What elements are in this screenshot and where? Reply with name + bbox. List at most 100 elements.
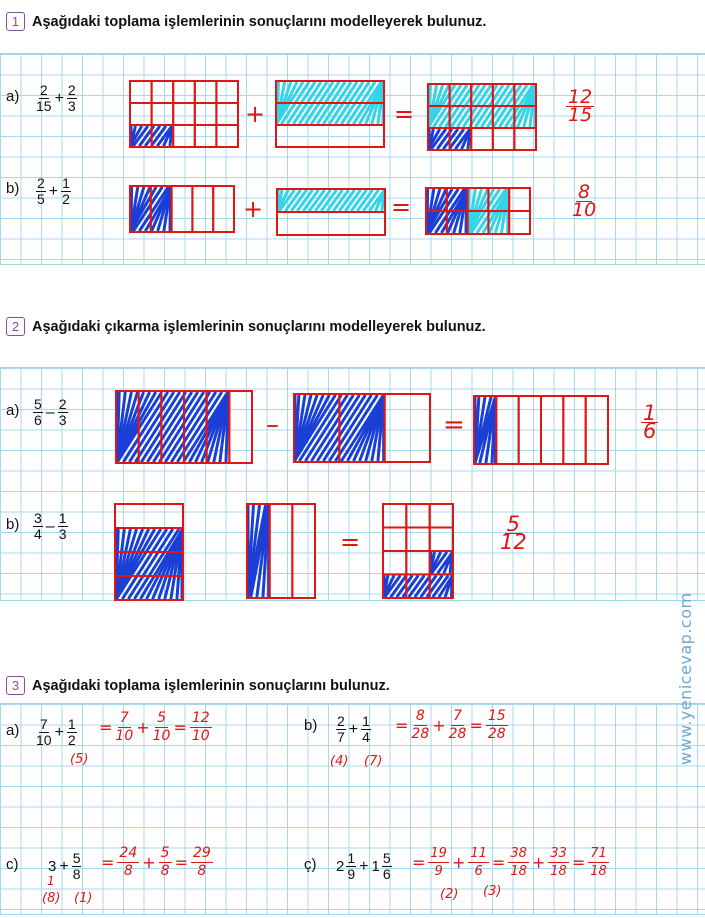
s2b-model-3-cell — [382, 503, 408, 529]
s3b-note-2: (7) — [364, 754, 383, 769]
s1b-model-1-cell — [170, 185, 194, 233]
s3a-note: (5) — [70, 752, 89, 767]
s3c-hw-num: 29 — [190, 845, 213, 863]
s1a-label: a) — [6, 88, 20, 105]
s1b-f1-den: 5 — [37, 191, 45, 207]
s3a-hw-num: 5 — [155, 710, 169, 728]
s1a-op: + — [54, 89, 64, 107]
s1a-model-2-cell — [275, 124, 385, 148]
s1b-label: b) — [6, 180, 20, 197]
s1a-model-1-cell — [129, 80, 153, 104]
s3b-hw-num: 15 — [485, 708, 508, 726]
s3d-label: ç) — [304, 856, 317, 873]
s3c-note-top: 1 — [47, 874, 55, 888]
section-1-title: Aşağıdaki toplama işlemlerinin sonuçları… — [32, 13, 487, 30]
s3d-note-2: (3) — [483, 884, 502, 899]
s2a-label: a) — [6, 402, 20, 419]
s1a-equals: = — [394, 100, 415, 128]
s3b-f2-num: 1 — [361, 713, 371, 730]
s1a-model-1-cell — [193, 124, 218, 148]
s2a-model-3-cell — [584, 395, 610, 465]
s3c-f2-den: 8 — [72, 866, 81, 882]
s1a-model-3-cell — [491, 127, 516, 151]
s3d-hw-num: 38 — [508, 846, 529, 863]
s2b-model-3-shade — [429, 551, 454, 574]
s1b-model-2-shade — [276, 189, 386, 212]
s1a-model-3-cell — [513, 127, 538, 151]
s3d-hw-num: 19 — [428, 846, 449, 863]
s3c-hw-num: 24 — [117, 845, 140, 863]
s3b-f1-den: 7 — [337, 729, 345, 745]
s1a-model-1-cell — [215, 80, 239, 104]
s1a-model-1-cell — [172, 124, 196, 148]
s1b-op: + — [48, 182, 59, 200]
s3a-hw-op: + — [136, 718, 150, 737]
s3b-label: b) — [304, 717, 318, 734]
s1a-f1-num: 2 — [38, 82, 49, 99]
s2b-label: b) — [6, 516, 20, 533]
s1a-f1-den: 15 — [36, 98, 52, 114]
svg-text:www.yenicevap.com: www.yenicevap.com — [676, 592, 695, 765]
s1a-model-1-cell — [150, 80, 175, 104]
s2a-model-2-shade — [293, 394, 386, 462]
s3b-hw-op: = — [395, 716, 409, 735]
s2a-model-3-shade — [473, 396, 497, 464]
s3b-hw-op: + — [432, 716, 446, 735]
section-3-heading: 3 Aşağıdaki toplama işlemlerinin sonuçla… — [6, 676, 390, 695]
s2b-answer-den: 12 — [500, 530, 527, 554]
s3c-label: c) — [6, 856, 19, 873]
s3c-hw-den: 8 — [160, 863, 170, 879]
s2b-model-3-cell — [405, 550, 431, 576]
s3c-whole: 3 — [48, 858, 57, 875]
s3c-hw-op: = — [101, 853, 115, 872]
s2b-model-3-shade — [382, 575, 454, 598]
s3a-label: a) — [6, 722, 20, 739]
s1b-model-3-cell — [508, 210, 532, 235]
s3b-hw-op: = — [469, 716, 483, 735]
s1a-plus: + — [245, 100, 266, 128]
s1b-model-1-cell — [191, 185, 215, 233]
s2a-f1-den: 6 — [34, 412, 42, 428]
s1b-f2-num: 1 — [61, 175, 71, 192]
s2b-model-1-cell — [114, 575, 184, 601]
section-number-1: 1 — [6, 12, 25, 31]
s3b-hw-den: 28 — [411, 726, 430, 742]
s2b-model-3-cell — [405, 526, 431, 552]
s3a-op: + — [54, 723, 64, 741]
s2a-model-3-cell — [495, 395, 520, 465]
s3a-hw-den: 10 — [191, 728, 210, 744]
s1a-model-1-cell — [215, 124, 239, 148]
s3a-hw-den: 10 — [115, 728, 134, 744]
s2a-model-1-cell — [228, 390, 253, 464]
s1a-model-1-cell — [150, 102, 175, 126]
s2b-f2-num: 1 — [57, 510, 68, 527]
section-2-heading: 2 Aşağıdaki çıkarma işlemlerinin sonuçla… — [6, 317, 486, 336]
s3c-hw-num: 5 — [158, 845, 172, 863]
grid-band-3 — [0, 703, 705, 915]
s1a-model-1-cell — [193, 80, 218, 104]
s3c-hw-den: 8 — [197, 863, 207, 879]
s3b-hw-num: 7 — [451, 708, 465, 726]
s2b-answer-num: 5 — [504, 512, 523, 536]
s2b-op: – — [45, 517, 55, 535]
s2b-model-3-cell — [382, 526, 408, 552]
s3d-op: + — [359, 857, 369, 875]
s3d-hw-den: 18 — [510, 864, 527, 879]
s1a-model-1-cell — [129, 102, 153, 126]
s2b-model-3-cell — [428, 573, 454, 599]
